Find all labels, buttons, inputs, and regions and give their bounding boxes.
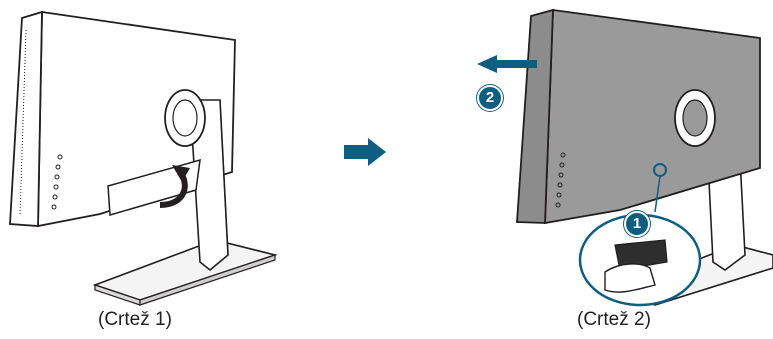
cable-cover	[107, 158, 201, 216]
stand-base	[92, 239, 278, 301]
side-buttons	[51, 154, 63, 210]
arrow-right-icon	[344, 138, 386, 166]
monitor-edge	[516, 8, 554, 224]
step-1-badge: 1	[624, 211, 650, 237]
finger	[604, 263, 656, 293]
pull-arrow-icon	[477, 55, 537, 73]
step-2-badge: 2	[477, 85, 503, 111]
figure-1-caption: (Crtež 1)	[98, 309, 172, 330]
figure-2-illustration	[477, 8, 773, 307]
side-buttons	[555, 152, 566, 208]
stand-neck	[189, 99, 229, 272]
monitor-edge	[9, 10, 43, 227]
figure-1-illustration	[9, 10, 278, 306]
figure-2-caption: (Crtež 2)	[577, 309, 651, 330]
